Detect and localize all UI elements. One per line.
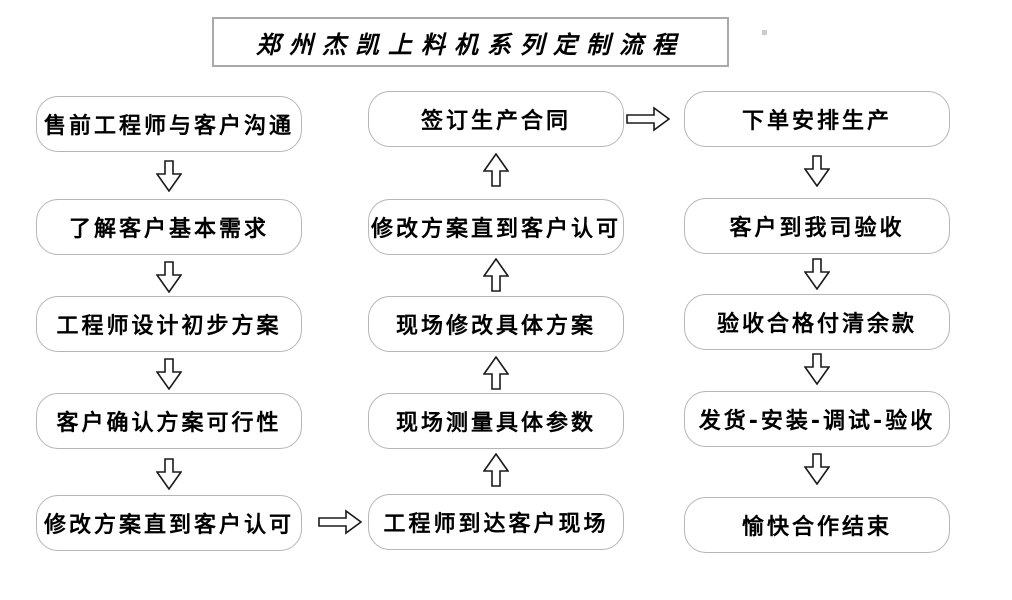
arrow-down-icon [804, 353, 830, 385]
flow-node-engineer-arrives-site: 工程师到达客户现场 [368, 494, 624, 550]
flow-node-cooperation-ends: 愉快合作结束 [684, 497, 950, 553]
flow-node-label: 客户确认方案可行性 [56, 411, 282, 436]
flow-node-understand-needs: 了解客户基本需求 [36, 199, 302, 255]
arrow-right-icon [626, 106, 670, 132]
arrow-up-icon [483, 356, 509, 390]
flow-node-label: 客户到我司验收 [729, 216, 905, 241]
flow-node-label: 验收合格付清余款 [716, 312, 917, 337]
flow-node-onsite-measure-parameters: 现场测量具体参数 [368, 393, 624, 449]
flow-node-label: 修改方案直到客户认可 [370, 217, 621, 242]
title-box: 郑州杰凯上料机系列定制流程 [212, 17, 729, 67]
flow-node-preliminary-design: 工程师设计初步方案 [36, 296, 302, 352]
flow-node-customer-acceptance-visit: 客户到我司验收 [684, 198, 950, 254]
flow-node-label: 签订生产合同 [420, 109, 571, 134]
arrow-down-icon [804, 258, 830, 290]
flow-node-onsite-revise-plan: 现场修改具体方案 [368, 296, 624, 352]
flow-node-revise-until-approved-2: 修改方案直到客户认可 [368, 199, 624, 255]
stray-handle-dot [762, 30, 767, 35]
arrow-down-icon [156, 160, 182, 192]
flow-node-label: 现场修改具体方案 [395, 314, 596, 339]
flow-node-revise-until-approved-1: 修改方案直到客户认可 [36, 495, 302, 551]
arrow-right-icon [318, 509, 362, 535]
flow-node-sign-contract: 签订生产合同 [368, 91, 624, 147]
flow-node-label: 愉快合作结束 [741, 515, 892, 540]
flow-node-ship-install-debug-accept: 发货-安装-调试-验收 [684, 391, 950, 447]
flow-node-presales-communication: 售前工程师与客户沟通 [36, 96, 302, 152]
flow-node-label: 售前工程师与客户沟通 [43, 114, 294, 139]
page-title: 郑州杰凯上料机系列定制流程 [256, 29, 685, 59]
arrow-down-icon [156, 458, 182, 490]
arrow-down-icon [156, 358, 182, 390]
flow-node-order-production: 下单安排生产 [684, 91, 950, 147]
arrow-up-icon [483, 153, 509, 187]
flow-node-label: 工程师到达客户现场 [383, 512, 609, 537]
flow-node-label: 下单安排生产 [741, 109, 892, 134]
arrow-up-icon [483, 453, 509, 487]
flow-node-label: 修改方案直到客户认可 [43, 513, 294, 538]
flow-node-label: 发货-安装-调试-验收 [698, 409, 936, 434]
arrow-up-icon [483, 258, 509, 292]
arrow-down-icon [804, 453, 830, 485]
flow-node-label: 工程师设计初步方案 [56, 314, 282, 339]
flow-node-label: 现场测量具体参数 [395, 411, 596, 436]
flow-node-confirm-feasibility: 客户确认方案可行性 [36, 393, 302, 449]
arrow-down-icon [804, 155, 830, 187]
flow-node-pay-balance: 验收合格付清余款 [684, 294, 950, 350]
arrow-down-icon [156, 261, 182, 293]
flow-node-label: 了解客户基本需求 [68, 217, 269, 242]
